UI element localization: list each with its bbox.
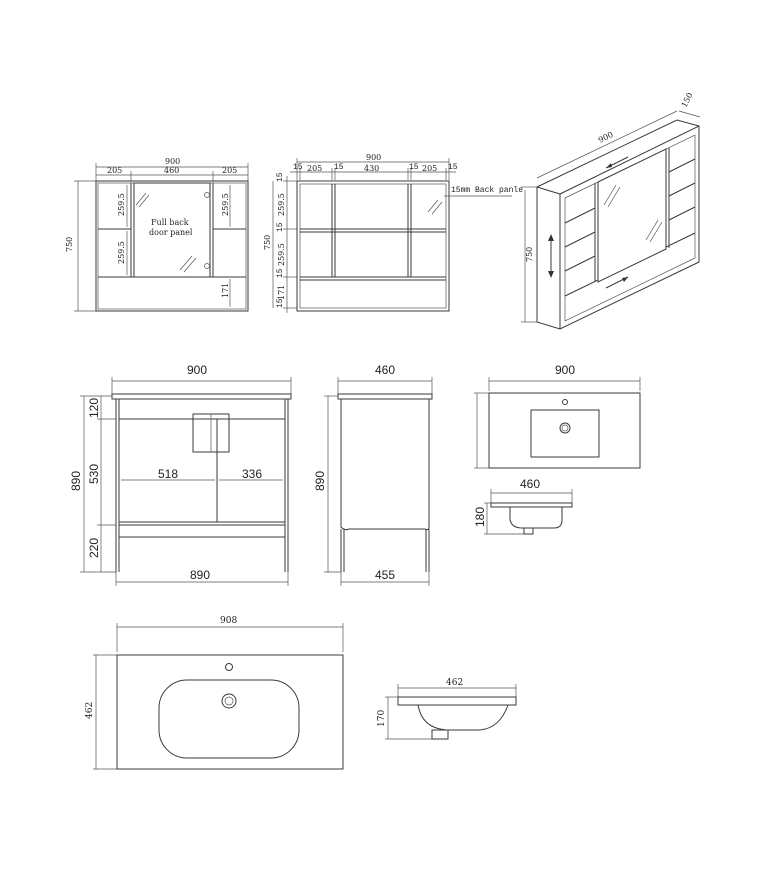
mirror-front-right-top-shelf-label: 259.5 bbox=[221, 193, 230, 216]
basin-side-depth-label: 460 bbox=[520, 477, 540, 491]
vanity-front-leg-band-label: 220 bbox=[87, 538, 101, 558]
mirror-section-c1-label: 205 bbox=[307, 164, 322, 173]
mirror-front-panel-note-1: Full back bbox=[151, 218, 189, 227]
mirror-section-v-t3-label: 15 bbox=[276, 268, 285, 278]
mirror-iso-depth-label: 150 bbox=[680, 91, 695, 109]
mirror-section-v-t2-label: 15 bbox=[276, 222, 285, 232]
basin-side-view: 460 180 bbox=[473, 477, 573, 535]
vanity-side-view: 460 455 890 bbox=[313, 363, 433, 586]
basin2-side-height-label: 170 bbox=[377, 710, 387, 727]
mirror-front-left-mid-shelf-label: 259.5 bbox=[117, 241, 126, 264]
mirror-cabinet-front-view: 900 205 460 205 750 259.5 259.5 259.5 17… bbox=[65, 157, 249, 312]
mirror-front-height-label: 750 bbox=[65, 237, 74, 252]
basin2-top-width-label: 908 bbox=[220, 616, 237, 626]
basin2-top-view: 908 462 bbox=[85, 616, 344, 770]
mirror-front-left-top-shelf-label: 259.5 bbox=[117, 193, 126, 216]
mirror-front-right-col-label: 205 bbox=[222, 166, 237, 175]
vanity-side-height-label: 890 bbox=[313, 471, 327, 491]
mirror-iso-height-label: 750 bbox=[525, 247, 534, 262]
mirror-cabinet-section-view: 900 15 205 15 430 15 205 15 750 15 259.5… bbox=[263, 153, 523, 313]
mirror-iso-width-label: 900 bbox=[597, 130, 615, 145]
basin-top-view: 900 bbox=[474, 363, 641, 469]
mirror-section-t1-label: 15 bbox=[293, 163, 303, 172]
mirror-section-t4-label: 15 bbox=[448, 163, 458, 172]
vanity-front-top-band-label: 120 bbox=[87, 398, 101, 418]
vanity-front-height-label: 890 bbox=[69, 471, 83, 491]
mirror-section-height-label: 750 bbox=[263, 235, 272, 250]
mirror-front-panel-note-2: door panel bbox=[149, 228, 193, 237]
mirror-section-v-b-label: 259.5 bbox=[277, 243, 286, 266]
vanity-front-width-top-label: 900 bbox=[187, 363, 207, 377]
mirror-section-width-label: 900 bbox=[366, 153, 381, 162]
vanity-side-depth-top-label: 460 bbox=[375, 363, 395, 377]
mirror-section-v-a-label: 259.5 bbox=[277, 193, 286, 216]
basin2-side-view: 462 170 bbox=[377, 678, 517, 740]
vanity-front-view: 900 518 336 890 890 120 530 bbox=[69, 363, 292, 586]
basin-side-height-label: 180 bbox=[473, 507, 487, 527]
mirror-section-back-note: 15mm Back panle bbox=[451, 186, 523, 195]
mirror-section-v-t4-label: 15 bbox=[276, 298, 285, 308]
mirror-front-center-col-label: 460 bbox=[164, 166, 179, 175]
mirror-cabinet-isometric-view: 900 150 750 bbox=[521, 91, 701, 330]
vanity-side-depth-bottom-label: 455 bbox=[375, 568, 395, 582]
mirror-section-t3-label: 15 bbox=[409, 163, 419, 172]
mirror-front-width-label: 900 bbox=[165, 157, 180, 166]
mirror-section-c3-label: 205 bbox=[422, 164, 437, 173]
vanity-front-door-right-label: 336 bbox=[242, 467, 262, 481]
basin2-top-depth-label: 462 bbox=[85, 702, 95, 719]
basin2-side-depth-label: 462 bbox=[446, 678, 463, 688]
vanity-front-mid-band-label: 530 bbox=[87, 464, 101, 484]
mirror-section-v-c-label: 171 bbox=[277, 285, 286, 300]
basin-top-width-label: 900 bbox=[555, 363, 575, 377]
mirror-front-left-col-label: 205 bbox=[107, 166, 122, 175]
mirror-section-v-t1-label: 15 bbox=[276, 172, 285, 182]
mirror-section-c2-label: 430 bbox=[364, 164, 379, 173]
mirror-front-bottom-label: 171 bbox=[221, 283, 230, 298]
mirror-section-t2-label: 15 bbox=[334, 163, 344, 172]
vanity-front-door-left-label: 518 bbox=[158, 467, 178, 481]
vanity-front-width-bottom-label: 890 bbox=[190, 568, 210, 582]
